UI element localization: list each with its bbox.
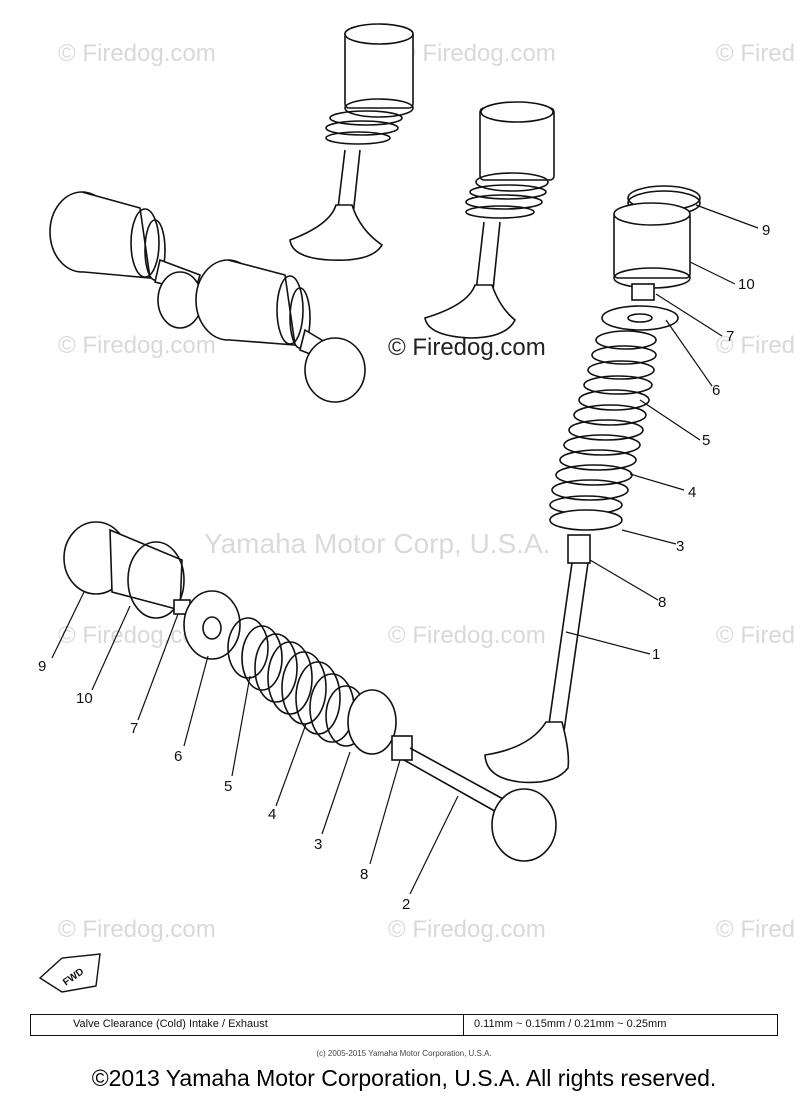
leader-lines-right <box>565 204 759 655</box>
fwd-arrow-icon: FWD <box>38 953 101 993</box>
callout-right-7: 7 <box>726 328 735 345</box>
callout-right-4: 4 <box>688 484 697 501</box>
watermark-firedog: © Firedog.com <box>388 622 546 649</box>
callout-right-10: 10 <box>738 276 755 293</box>
callout-left-7: 7 <box>130 720 139 737</box>
valve-assembly-top-2 <box>424 101 555 339</box>
watermark-firedog-partial: © Fired <box>716 916 796 943</box>
spring-left <box>227 617 367 747</box>
watermark-firedog-partial: © Fired <box>716 332 796 359</box>
callout-left-10: 10 <box>76 690 93 707</box>
callout-left-2: 2 <box>402 896 411 913</box>
watermark-firedog: © Firedog.com <box>58 916 216 943</box>
watermark-firedog: © Firedog.com <box>398 40 556 67</box>
valve-clearance-label: Valve Clearance (Cold) Intake / Exhaust <box>31 1015 464 1035</box>
watermark-firedog-partial: © Fired <box>716 622 796 649</box>
valve-clearance-table: Valve Clearance (Cold) Intake / Exhaust … <box>30 1014 778 1036</box>
callout-left-6: 6 <box>174 748 183 765</box>
callout-left-8: 8 <box>360 866 369 883</box>
leader-lines-left <box>51 591 459 895</box>
watermark-firedog: © Firedog.com <box>58 332 216 359</box>
valve-assembly-left-1 <box>49 191 203 329</box>
callout-left-9: 9 <box>38 658 47 675</box>
small-copyright: (c) 2005-2015 Yamaha Motor Corporation, … <box>316 1049 492 1058</box>
valve-exploded-left <box>63 521 557 862</box>
callout-left-3: 3 <box>314 836 323 853</box>
callout-right-5: 5 <box>702 432 711 449</box>
callout-right-9: 9 <box>762 222 771 239</box>
callout-right-3: 3 <box>676 538 685 555</box>
callout-right-1: 1 <box>652 646 661 663</box>
callout-left-4: 4 <box>268 806 277 823</box>
callout-right-8: 8 <box>658 594 667 611</box>
callout-left-5: 5 <box>224 778 233 795</box>
callout-right-6: 6 <box>712 382 721 399</box>
footer-copyright: ©2013 Yamaha Motor Corporation, U.S.A. A… <box>91 1065 717 1091</box>
watermark-yamaha: Yamaha Motor Corp, U.S.A. <box>204 528 551 559</box>
spring-right <box>549 330 657 515</box>
valve-assembly-left-2 <box>195 259 366 403</box>
watermark-firedog: © Firedog.com <box>58 40 216 67</box>
valve-clearance-value: 0.11mm ~ 0.15mm / 0.21mm ~ 0.25mm <box>474 1018 667 1030</box>
valve-exploded-right <box>484 185 701 784</box>
watermark-firedog-partial: © Fired <box>716 40 796 67</box>
valve-assembly-top-1 <box>289 23 414 262</box>
watermark-firedog: © Firedog.com <box>388 916 546 943</box>
